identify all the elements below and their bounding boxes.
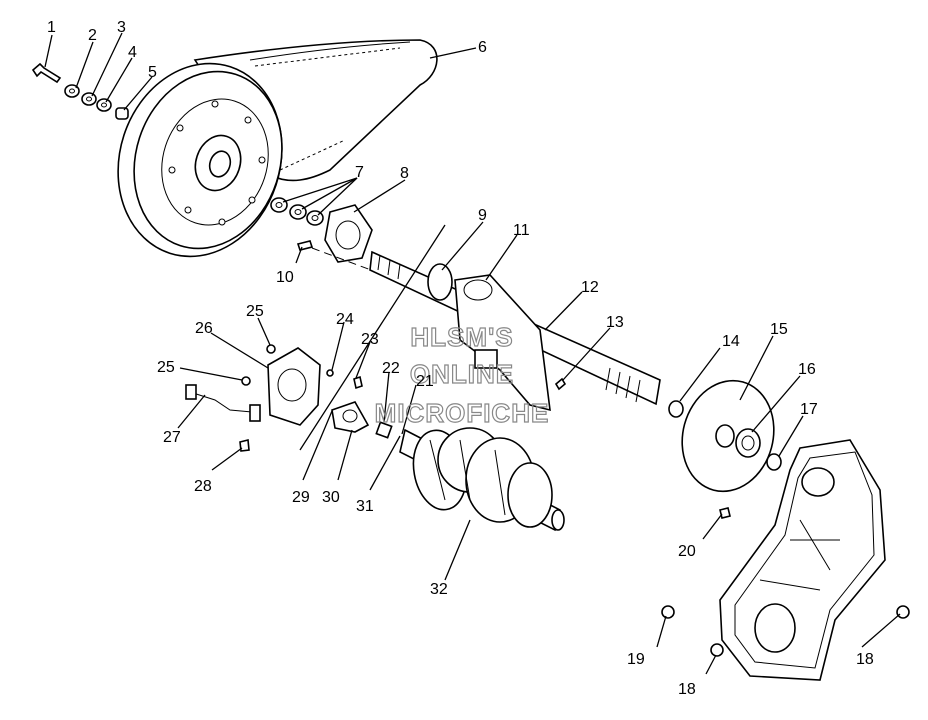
watermark-line-3: MICROFICHE — [375, 398, 550, 428]
callout-1: 1 — [47, 19, 56, 36]
callout-20: 20 — [678, 543, 696, 560]
callout-18-bottom: 18 — [678, 681, 696, 698]
chaincase-cover — [661, 439, 910, 681]
watermark-line-1: HLSM'S — [410, 322, 513, 352]
callout-8: 8 — [400, 165, 409, 182]
watermark-line-2: ONLINE — [410, 359, 514, 389]
callouts: 1 2 3 4 5 6 7 8 9 10 11 12 13 14 15 16 1… — [47, 19, 874, 698]
callout-31: 31 — [356, 498, 374, 515]
callout-25-left: 25 — [157, 359, 175, 376]
callout-11: 11 — [513, 222, 530, 239]
callout-28: 28 — [194, 478, 212, 495]
callout-6: 6 — [478, 39, 487, 56]
drive-shaft-sprocket — [375, 421, 565, 532]
callout-5: 5 — [148, 64, 157, 81]
callout-7: 7 — [355, 164, 364, 181]
callout-15: 15 — [770, 321, 788, 338]
callout-14: 14 — [722, 333, 740, 350]
callout-16: 16 — [798, 361, 816, 378]
clutch-bolt-hardware — [31, 62, 129, 120]
callout-18-right: 18 — [856, 651, 874, 668]
callout-12: 12 — [581, 279, 599, 296]
callout-10: 10 — [276, 269, 294, 286]
callout-26: 26 — [195, 320, 213, 337]
callout-29: 29 — [292, 489, 310, 506]
callout-9: 9 — [478, 207, 487, 224]
driven-disc — [668, 379, 782, 493]
callout-25-top: 25 — [246, 303, 264, 320]
callout-13: 13 — [606, 314, 624, 331]
callout-27: 27 — [163, 429, 181, 446]
bearing-flange — [324, 204, 373, 263]
callout-3: 3 — [117, 19, 126, 36]
callout-22: 22 — [382, 360, 400, 377]
callout-30: 30 — [322, 489, 340, 506]
leader-lines — [44, 32, 901, 675]
bearing-housing — [454, 274, 551, 412]
callout-17: 17 — [800, 401, 818, 418]
drive-clutch — [117, 62, 283, 258]
callout-19: 19 — [627, 651, 645, 668]
watermark: HLSM'S ONLINE MICROFICHE — [374, 321, 550, 428]
callout-21: 21 — [416, 373, 434, 390]
callout-23: 23 — [361, 331, 379, 348]
callout-4: 4 — [128, 44, 137, 61]
callout-2: 2 — [88, 27, 97, 44]
callout-24: 24 — [336, 311, 354, 328]
key — [554, 377, 567, 391]
brake-assembly — [185, 344, 370, 452]
callout-32: 32 — [430, 581, 448, 598]
bolt-10 — [296, 240, 314, 251]
